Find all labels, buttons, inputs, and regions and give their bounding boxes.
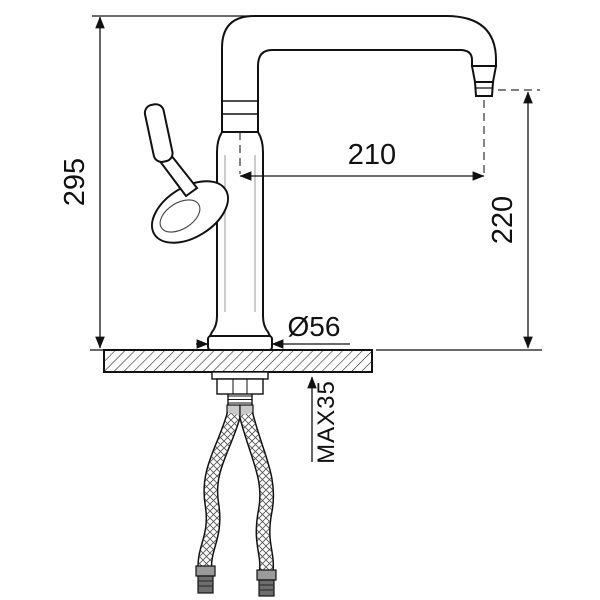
centerlines [239,89,540,174]
dimension-220: 220 [376,91,542,351]
dim-210-label: 210 [348,139,396,171]
right-supply-hose [238,412,275,576]
left-supply-hose [197,411,242,571]
dimension-max35: MAX35 [307,376,340,464]
shank-threads [228,395,252,404]
riser-collar [222,100,258,115]
spout-aerator [473,81,495,97]
countertop-section [103,349,373,373]
dim-295-label: 295 [59,158,91,206]
dim-dia56-label: Ø56 [288,311,341,342]
mounting-assembly [211,371,269,417]
dimension-dia56: Ø56 [196,311,350,349]
mounting-washer [211,371,269,380]
faucet-base [207,335,273,351]
dim-220-label: 220 [487,196,519,244]
faucet [143,15,498,351]
faucet-spout [221,15,497,133]
handle-knob [143,103,174,163]
faucet-handle [143,103,230,244]
dimension-210: 210 [239,139,485,181]
mounting-nut [216,378,264,395]
handle-body [150,180,230,244]
dimension-295: 295 [59,15,248,351]
right-hose-fitting [256,569,277,597]
dim-max35-label: MAX35 [313,380,340,464]
left-hose-fitting [195,565,216,594]
spout-nozzle [470,65,498,83]
